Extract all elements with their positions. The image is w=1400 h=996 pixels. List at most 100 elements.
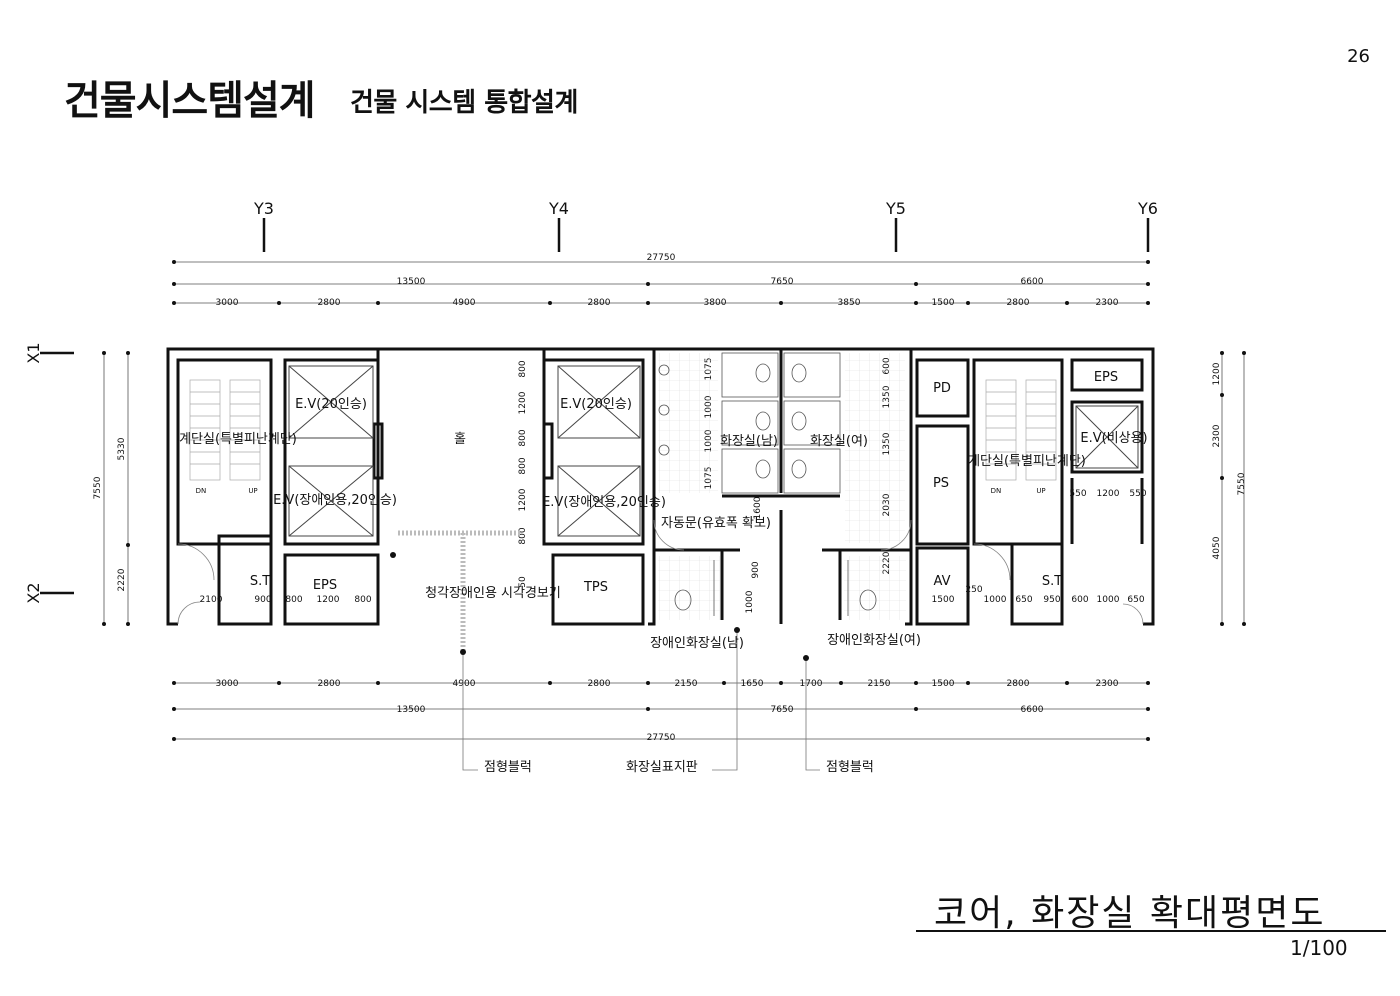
callout-tactile-block-2: 점형블럭 <box>826 760 874 775</box>
dim-detail: 800 <box>518 360 528 377</box>
room-label-stair-right: 계단실(특별피난계단) <box>968 454 1086 469</box>
room-label-av: AV <box>934 574 951 589</box>
dim-detail: 650 <box>1015 595 1032 605</box>
room-label-tps: TPS <box>583 580 608 595</box>
dim-top-span: 2800 <box>588 298 611 308</box>
grid-label-y4: Y4 <box>548 199 569 218</box>
room-label-ev-20-left: E.V(20인승) <box>295 397 367 412</box>
dim-bottom-span: 2800 <box>588 679 611 689</box>
room-label-ev-emergency: E.V(비상용) <box>1080 431 1147 446</box>
room-labels: 계단실(특별피난계단) 계단실(특별피난계단) E.V(20인승) E.V(장애… <box>179 370 1148 651</box>
dim-detail: 900 <box>751 561 761 578</box>
callout-tactile-block-1: 점형블럭 <box>484 760 532 775</box>
dim-detail: 1500 <box>932 595 955 605</box>
tactile-paving <box>398 530 520 650</box>
toilet-fixtures <box>658 352 906 620</box>
room-label-auto-door: 자동문(유효폭 확보) <box>661 516 771 531</box>
dim-top-group-2: 7650 <box>771 277 794 287</box>
drawing-title: 코어, 화장실 확대평면도 <box>934 893 1326 934</box>
room-label-st-right: S.T <box>1042 574 1062 589</box>
dim-detail: 1600 <box>753 496 763 519</box>
room-label-eps-left: EPS <box>313 578 337 593</box>
dim-top-span: 2300 <box>1096 298 1119 308</box>
grid-label-y3: Y3 <box>253 199 274 218</box>
room-label-eps-top: EPS <box>1094 370 1118 385</box>
callout-leaders <box>390 552 820 771</box>
dim-detail: 650 <box>1127 595 1144 605</box>
dim-detail: 250 <box>965 585 982 595</box>
page-number: 26 <box>1347 46 1370 67</box>
dim-detail: 50 <box>518 576 528 588</box>
room-label-ev-accessible-right: E.V(장애인용,20인승) <box>542 495 666 510</box>
room-label-toilet-women: 화장실(여) <box>810 434 868 449</box>
dim-detail: 1000 <box>745 590 755 613</box>
stair-mark-up-left: UP <box>248 487 257 495</box>
dim-detail: 550 <box>1069 489 1086 499</box>
dim-top-span: 4900 <box>453 298 476 308</box>
grid-markers: Y3 Y4 Y5 Y6 X1 X2 <box>24 199 1158 604</box>
room-label-accessible-toilet-women: 장애인화장실(여) <box>827 633 921 648</box>
dim-bottom-group-3: 6600 <box>1021 705 1044 715</box>
dim-detail: 800 <box>518 527 528 544</box>
room-label-toilet-men: 화장실(남) <box>720 434 778 449</box>
dim-left-span: 2220 <box>117 568 127 591</box>
room-label-st-left: S.T <box>250 574 270 589</box>
dim-bottom-group-2: 7650 <box>771 705 794 715</box>
dim-top-group-3: 6600 <box>1021 277 1044 287</box>
stair-treads <box>189 379 1057 481</box>
stair-mark-up-right: UP <box>1036 487 1045 495</box>
page-subtitle: 건물 시스템 통합설계 <box>350 88 578 118</box>
dimension-texts: 27750 13500 7650 6600 3000 2800 4900 280… <box>93 253 1247 743</box>
stair-mark-dn-left: DN <box>196 487 207 495</box>
dim-bottom-span: 1500 <box>932 679 955 689</box>
dim-top-span: 3000 <box>216 298 239 308</box>
dim-left-total: 7550 <box>93 476 103 499</box>
dim-detail: 900 <box>254 595 271 605</box>
room-label-pd: PD <box>933 381 951 396</box>
elevator-cars <box>288 365 1139 537</box>
grid-label-x1: X1 <box>24 342 43 363</box>
grid-label-y5: Y5 <box>885 199 906 218</box>
dim-detail: 550 <box>1129 489 1146 499</box>
dim-bottom-span: 2300 <box>1096 679 1119 689</box>
dim-detail: 800 <box>518 457 528 474</box>
dim-bottom-total: 27750 <box>647 733 676 743</box>
room-label-hall: 홀 <box>454 432 466 447</box>
dimension-lines <box>102 260 1246 741</box>
grid-label-x2: X2 <box>24 582 43 603</box>
dim-bottom-span: 2150 <box>868 679 891 689</box>
grid-label-y6: Y6 <box>1137 199 1158 218</box>
walls <box>166 347 1155 626</box>
dim-top-span: 3800 <box>704 298 727 308</box>
dim-detail: 1200 <box>518 391 528 414</box>
room-label-ev-accessible-left: E.V(장애인용,20인승) <box>273 493 397 508</box>
stair-marks: DN UP DN UP <box>196 487 1046 495</box>
dim-top-span: 2800 <box>318 298 341 308</box>
dim-bottom-group-1: 13500 <box>397 705 426 715</box>
dim-detail: 1200 <box>317 595 340 605</box>
dim-detail: 1000 <box>984 595 1007 605</box>
page-title: 건물시스템설계 <box>64 78 316 124</box>
dim-top-span: 1500 <box>932 298 955 308</box>
callout-labels: 점형블럭 화장실표지판 점형블럭 <box>484 760 874 775</box>
door-swings <box>177 519 1144 625</box>
dim-right-span: 2300 <box>1212 424 1222 447</box>
dim-bottom-span: 2800 <box>318 679 341 689</box>
dim-top-total: 27750 <box>647 253 676 263</box>
drawing-scale: 1/100 <box>1290 936 1348 960</box>
dim-detail: 800 <box>354 595 371 605</box>
dim-detail: 1000 <box>1097 595 1120 605</box>
dim-right-span: 1200 <box>1212 362 1222 385</box>
dim-bottom-span: 1650 <box>741 679 764 689</box>
room-label-visual-alarm: 청각장애인용 시각경보기 <box>425 586 561 601</box>
dim-detail: 2100 <box>200 595 223 605</box>
room-label-stair-left: 계단실(특별피난계단) <box>179 432 297 447</box>
dim-bottom-span: 3000 <box>216 679 239 689</box>
title-underline <box>916 930 1386 932</box>
dim-bottom-span: 2800 <box>1007 679 1030 689</box>
dim-detail: 600 <box>1071 595 1088 605</box>
dim-detail: 800 <box>518 429 528 446</box>
room-label-ps: PS <box>933 476 949 491</box>
dim-right-span: 4050 <box>1212 536 1222 559</box>
dim-detail: 950 <box>1043 595 1060 605</box>
